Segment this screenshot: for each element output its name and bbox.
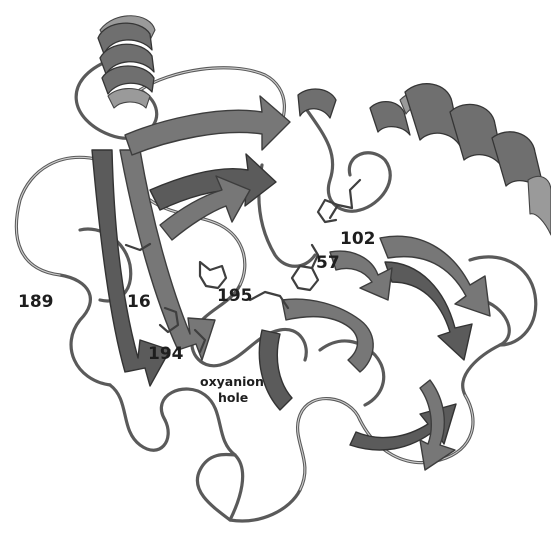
helix-top-middle xyxy=(297,88,337,119)
label-residue-194: 194 xyxy=(148,344,184,364)
beta-barrel-lower xyxy=(258,235,491,471)
label-hole: hole xyxy=(218,390,248,405)
residue-labels: 102 57 189 16 195 194 oxyanion hole xyxy=(18,229,376,405)
label-residue-16: 16 xyxy=(127,292,151,312)
helix-top-left xyxy=(97,15,156,109)
label-residue-189: 189 xyxy=(18,292,54,312)
beta-barrel-upper xyxy=(91,95,291,387)
label-residue-102: 102 xyxy=(340,229,376,249)
side-chains xyxy=(124,178,362,354)
label-residue-195: 195 xyxy=(217,286,253,306)
label-residue-57: 57 xyxy=(316,253,340,273)
helix-right xyxy=(369,83,551,236)
label-oxyanion: oxyanion xyxy=(200,374,264,389)
